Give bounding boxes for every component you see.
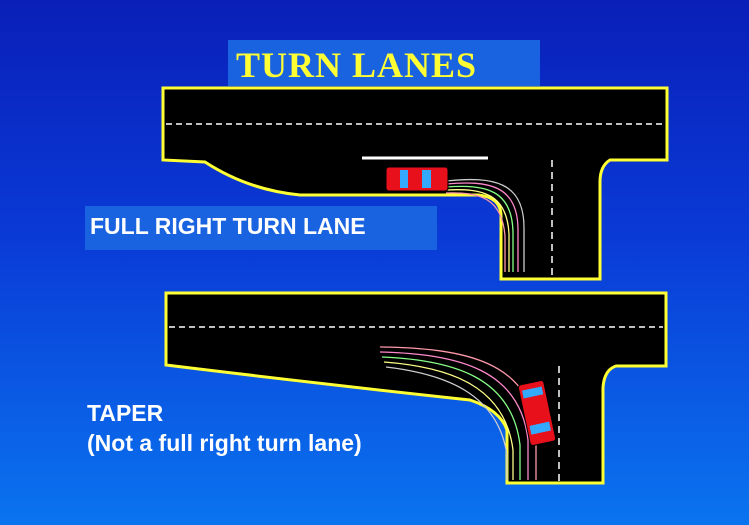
vehicle-paths-top: [445, 178, 525, 272]
taper-label: TAPER: [87, 400, 164, 426]
full-lane-label-background: [85, 206, 437, 250]
taper-note-label: (Not a full right turn lane): [87, 430, 362, 456]
full-right-turn-lane-label: FULL RIGHT TURN LANE: [90, 213, 366, 239]
taper-diagram: [164, 291, 668, 485]
slide-title: TURN LANES: [236, 45, 478, 85]
full-right-turn-lane-diagram: [161, 86, 669, 281]
car-bottom: [517, 380, 557, 446]
car-top: [385, 166, 449, 192]
title-background: [228, 40, 540, 86]
